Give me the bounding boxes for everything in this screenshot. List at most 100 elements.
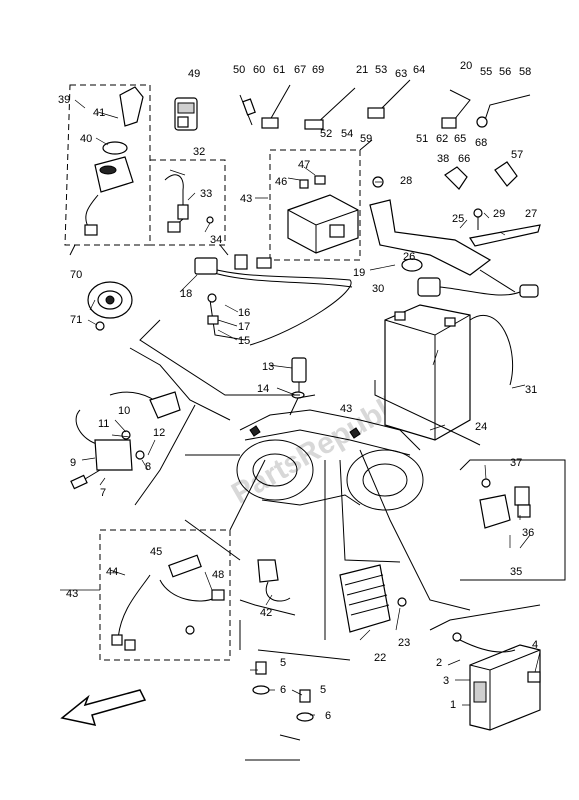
callout-26: 26 (403, 251, 415, 263)
callout-59: 59 (360, 133, 372, 145)
callout-54: 54 (341, 128, 353, 140)
callout-42: 42 (260, 607, 272, 619)
callout-63: 63 (395, 68, 407, 80)
callout-45: 45 (150, 546, 162, 558)
callout-31: 31 (525, 384, 537, 396)
fuse-box-group (269, 149, 361, 261)
callout-66: 66 (458, 153, 470, 165)
callout-11: 11 (98, 418, 109, 430)
lead-wires (239, 79, 531, 130)
relay-pair (479, 478, 531, 529)
main-harness (194, 254, 353, 346)
callout-13: 13 (262, 361, 274, 373)
callout-58: 58 (519, 66, 531, 78)
fuse-box (287, 175, 359, 254)
callout-43-top: 43 (240, 193, 252, 205)
sub-harness (111, 554, 225, 651)
ecu-unit (452, 632, 541, 731)
callout-6a: 6 (280, 684, 286, 696)
relay-49 (174, 97, 198, 131)
callout-14: 14 (257, 383, 269, 395)
callout-46: 46 (275, 176, 287, 188)
ignition-coil (70, 391, 181, 490)
callout-53: 53 (375, 64, 387, 76)
callout-1: 1 (450, 699, 456, 711)
sensor-5-6-a (252, 661, 270, 695)
callout-labels: 39 41 40 49 32 33 34 50 60 61 67 69 21 5… (58, 60, 538, 722)
starter-relay-30 (417, 277, 539, 298)
callout-12: 12 (153, 427, 165, 439)
callout-71: 71 (70, 314, 82, 326)
callout-15: 15 (238, 335, 250, 347)
rectifier-regulator (339, 564, 407, 633)
callout-29: 29 (493, 208, 505, 220)
callout-60: 60 (253, 64, 265, 76)
callout-37: 37 (510, 457, 522, 469)
callout-8: 8 (145, 461, 151, 473)
callout-25: 25 (452, 213, 464, 225)
sensor-group-box (150, 159, 226, 246)
callout-51: 51 (416, 133, 428, 145)
sub-harness-box (99, 529, 231, 661)
callout-33: 33 (200, 188, 212, 200)
callout-61: 61 (273, 64, 285, 76)
atv-outline (236, 394, 424, 511)
callout-67: 67 (294, 64, 306, 76)
callout-21: 21 (356, 64, 368, 76)
callout-5b: 5 (320, 684, 326, 696)
callout-40: 40 (80, 133, 92, 145)
callout-16: 16 (238, 307, 250, 319)
callout-49: 49 (188, 68, 200, 80)
callout-70: 70 (70, 269, 82, 281)
callout-55: 55 (480, 66, 492, 78)
callout-35: 35 (510, 566, 522, 578)
callout-2: 2 (436, 657, 442, 669)
bracket (369, 161, 541, 276)
group-braces (69, 139, 566, 761)
sensor-assembly (164, 174, 214, 233)
callout-64: 64 (413, 64, 425, 76)
callout-43-left: 43 (66, 588, 78, 600)
callout-57: 57 (511, 149, 523, 161)
callout-47: 47 (298, 159, 310, 171)
callout-19: 19 (353, 267, 365, 279)
callout-41: 41 (93, 107, 105, 119)
callout-17: 17 (238, 321, 250, 333)
callout-6b: 6 (325, 710, 331, 722)
callout-48: 48 (212, 569, 224, 581)
ignition-switch (84, 86, 144, 236)
callout-68: 68 (475, 137, 487, 149)
callout-62: 62 (436, 133, 448, 145)
callout-69: 69 (312, 64, 324, 76)
switch-13 (291, 357, 307, 399)
callout-43-center: 43 (340, 403, 352, 415)
leader-lines (60, 99, 541, 716)
front-direction-arrow (60, 689, 147, 726)
callout-18: 18 (180, 288, 192, 300)
callout-22: 22 (374, 652, 386, 664)
callout-50: 50 (233, 64, 245, 76)
callout-4: 4 (532, 639, 538, 651)
callout-10: 10 (118, 405, 130, 417)
callout-44: 44 (106, 566, 118, 578)
callout-28: 28 (400, 175, 412, 187)
callout-9: 9 (70, 457, 76, 469)
callout-30: 30 (372, 283, 384, 295)
callout-36: 36 (522, 527, 534, 539)
horn (87, 281, 133, 331)
callout-56: 56 (499, 66, 511, 78)
callout-20: 20 (460, 60, 472, 72)
grommet-26 (401, 258, 423, 272)
callout-24: 24 (475, 421, 487, 433)
callout-23: 23 (398, 637, 410, 649)
callout-52: 52 (320, 128, 332, 140)
sensor-42 (257, 559, 291, 602)
callout-39: 39 (58, 94, 70, 106)
sensor-5-6-b (296, 689, 314, 722)
callout-65: 65 (454, 133, 466, 145)
callout-34: 34 (210, 234, 222, 246)
battery (384, 304, 514, 441)
callout-3: 3 (443, 675, 449, 687)
callout-7: 7 (100, 487, 106, 499)
